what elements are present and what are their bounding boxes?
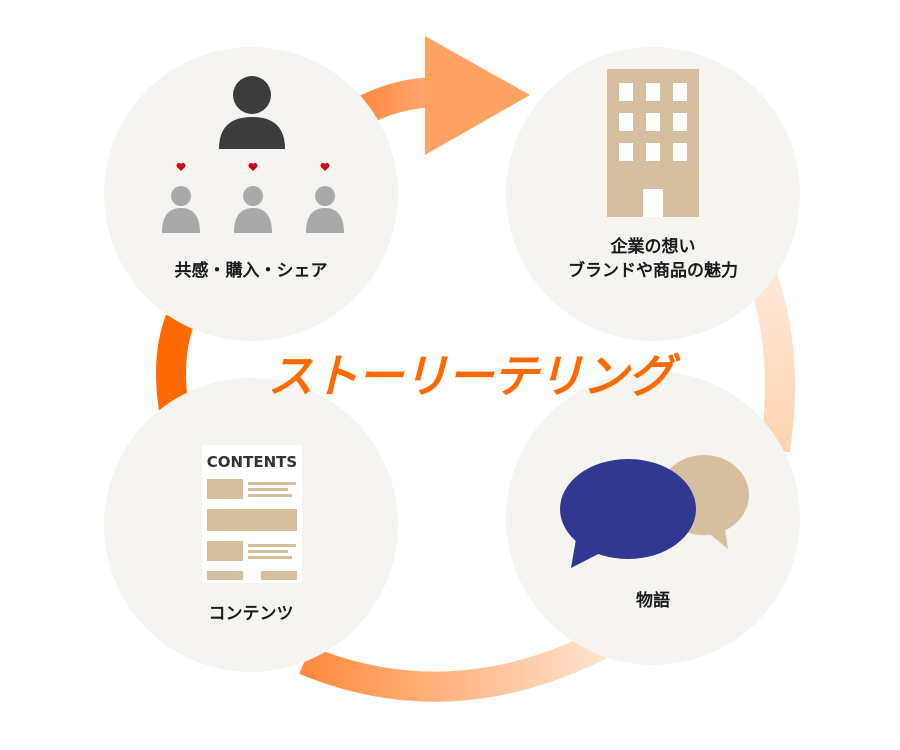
node-company: 企業の想い ブランドや商品の魅力 — [506, 47, 800, 341]
node-empathy: 共感・購入・シェア — [104, 47, 398, 341]
arc-right — [745, 264, 795, 453]
node-contents-label: コンテンツ — [208, 604, 294, 624]
speech-bubbles-icon — [560, 455, 749, 568]
building-icon — [607, 69, 699, 217]
node-company-line1: 企業の想い — [610, 237, 696, 257]
node-story: 物語 — [506, 371, 800, 665]
node-company-label: 企業の想い ブランドや商品の魅力 — [506, 235, 800, 283]
node-empathy-label: 共感・購入・シェア — [174, 261, 328, 281]
node-company-line2: ブランドや商品の魅力 — [568, 261, 738, 281]
node-contents: CONTENTS コンテンツ — [104, 378, 398, 672]
arrowhead — [425, 36, 530, 155]
node-story-label: 物語 — [636, 591, 670, 611]
arc-bottom — [299, 631, 607, 702]
diagram-title: ストーリーテリング — [267, 349, 674, 403]
document-heading: CONTENTS — [207, 453, 297, 471]
people-hearts-icon — [162, 76, 344, 233]
document-icon: CONTENTS — [202, 445, 302, 583]
